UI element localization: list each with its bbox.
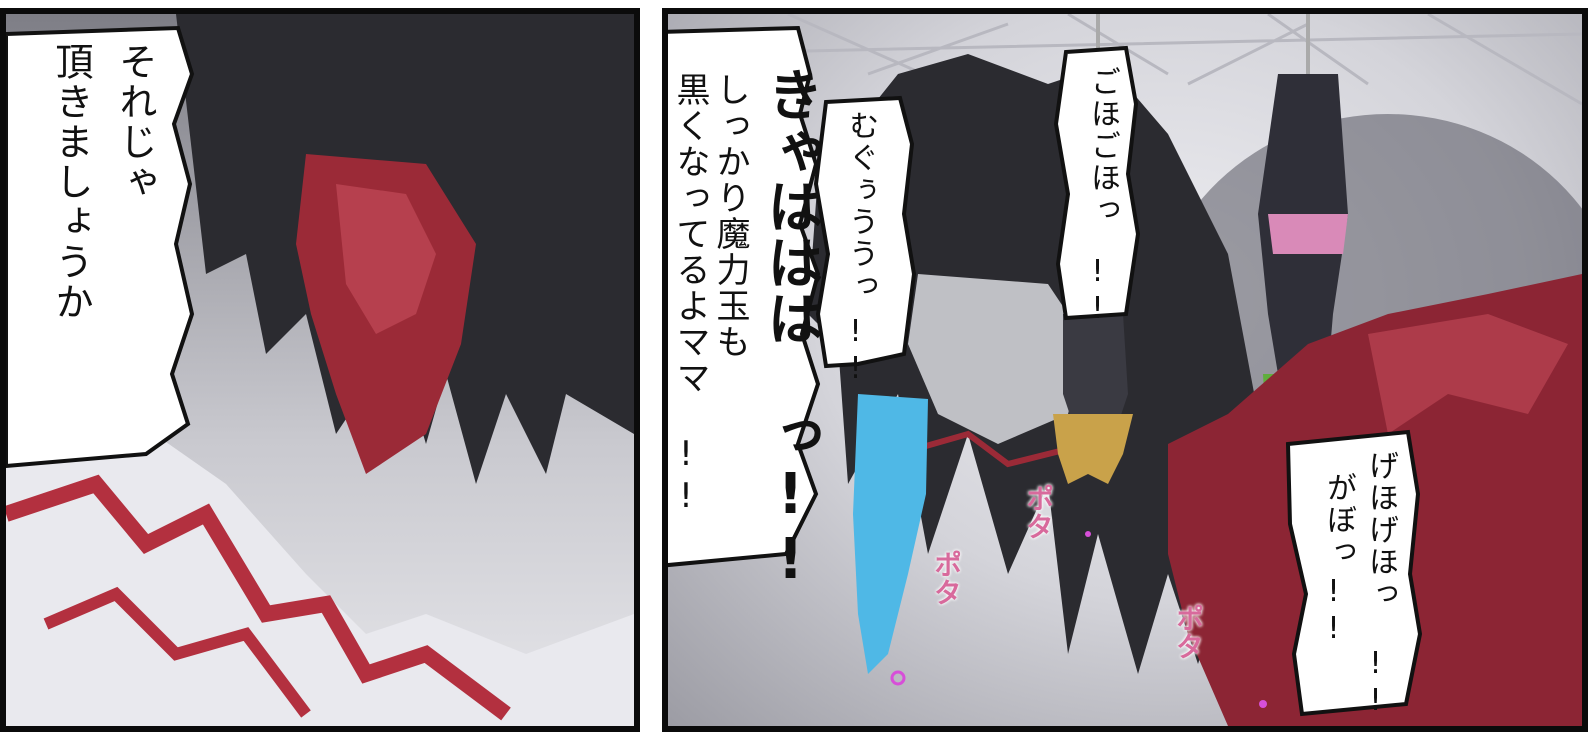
- mugu-line1: むぐぅううっ: [843, 110, 878, 302]
- goho-line1: ごほごほっ: [1085, 66, 1120, 226]
- mugu-line2: !!: [838, 314, 873, 388]
- pink-accent: [1268, 214, 1348, 254]
- sfx-drip-3: ポタ: [1172, 604, 1205, 660]
- bubble-left-line1: それじゃ: [113, 42, 157, 202]
- drip-3: [1259, 700, 1267, 708]
- shout-bubble-shape: [668, 25, 821, 568]
- hanging-figure-1: [1063, 314, 1128, 424]
- shout-line1b: っ!!: [758, 406, 823, 592]
- bubble-left-line2: 頂きましょうか: [49, 42, 93, 322]
- blue-hair: [853, 394, 928, 674]
- geho-line2: がぼっ: [1321, 472, 1356, 568]
- shout-line4: !!: [666, 434, 706, 518]
- drip-1: [890, 670, 906, 686]
- shout-line1: きゃははは: [758, 66, 823, 346]
- right-panel: きゃははは っ!! しっかり魔力玉も 黒くなってるよママ !! むぐぅううっ !…: [662, 8, 1588, 732]
- left-panel-art: [6, 14, 634, 726]
- sfx-drip-1: ポタ: [1022, 484, 1055, 540]
- goho-bubble-shape: [1053, 45, 1141, 321]
- cloak-highlight: [1368, 314, 1568, 434]
- shout-line2: しっかり魔力玉も: [710, 72, 750, 360]
- mask-red-line: [897, 430, 1089, 468]
- mugu-bubble-shape: [813, 95, 917, 369]
- drip-2: [1085, 531, 1091, 537]
- coat-red-lining: [6, 474, 511, 721]
- ceiling-web: [668, 14, 1582, 106]
- dark-mask: [908, 274, 1088, 444]
- goho-line2: !!: [1080, 254, 1115, 328]
- left-panel: それじゃ 頂きましょうか: [0, 8, 640, 732]
- speech-bubble-left-shape: [6, 25, 195, 469]
- right-panel-art: [668, 14, 1582, 726]
- sfx-drip-2: ポタ: [930, 550, 963, 606]
- geho-line1b: !!: [1358, 646, 1393, 720]
- shout-line3: 黒くなってるよママ: [670, 72, 710, 396]
- mask-highlight: [336, 184, 436, 334]
- geho-line2b: !!: [1316, 574, 1351, 648]
- blonde-hair: [1053, 414, 1133, 484]
- coat-red-lining-2: [43, 586, 311, 718]
- geho-bubble-shape: [1285, 429, 1423, 717]
- geho-line1: げほげほっ: [1363, 450, 1398, 610]
